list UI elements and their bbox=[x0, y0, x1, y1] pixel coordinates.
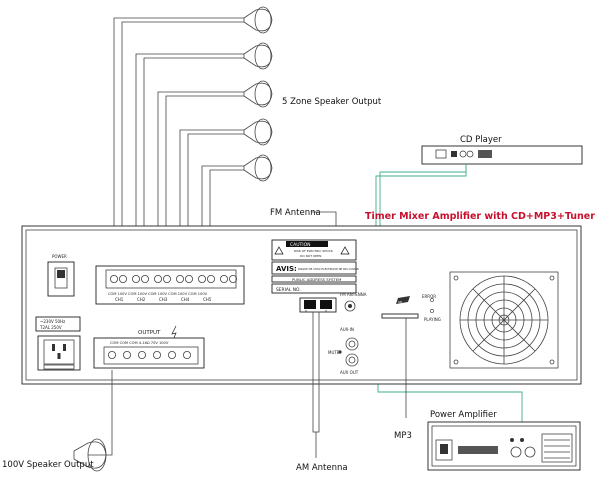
zone-terminal-labels: COM 100V COM 100V COM 100V COM 100V COM … bbox=[108, 292, 208, 296]
mute-label: MUTE bbox=[328, 350, 340, 355]
sd-label: SD bbox=[398, 300, 403, 304]
am-antenna-label: AM Antenna bbox=[296, 463, 348, 473]
aux-out-label: AUX OUT bbox=[340, 370, 359, 375]
playing-led bbox=[430, 309, 434, 313]
fm-antenna-panel-label: FM ANTENNA bbox=[340, 292, 367, 297]
sd-card-icon bbox=[396, 296, 410, 304]
zone-speakers bbox=[243, 6, 273, 182]
zone-ch4: CH4 bbox=[181, 297, 190, 302]
output-terminal-block: OUTPUT COM COM COM 4-16Ω 70V 100V bbox=[93, 325, 205, 369]
cd-player-label: CD Player bbox=[460, 135, 502, 145]
caution-sub1: RISK OF ELECTRIC SHOCK bbox=[294, 249, 334, 253]
speaker-horn-icon bbox=[243, 6, 273, 34]
speaker-horn-icon bbox=[243, 154, 273, 182]
zone-ch1: CH1 bbox=[115, 297, 124, 302]
fm-antenna-label: FM Antenna bbox=[270, 208, 321, 218]
caution-sub2: DO NOT OPEN bbox=[300, 254, 321, 258]
mp3-label: MP3 bbox=[394, 431, 412, 441]
zone-wires bbox=[113, 17, 244, 270]
aux-in-label: AUX-IN bbox=[340, 327, 354, 332]
fan-grille-icon bbox=[449, 271, 559, 369]
main-title: Timer Mixer Amplifier with CD+MP3+Tuner bbox=[365, 211, 595, 222]
power-switch-icon[interactable] bbox=[47, 261, 75, 297]
power-inlet[interactable] bbox=[37, 335, 81, 371]
zone-ch3: CH3 bbox=[159, 297, 168, 302]
voltage-line1: ~230V 50Hz bbox=[40, 319, 65, 324]
avis-text: RISQUE DE CHOC ELECTRIQUE NE PAS OUVRIR bbox=[298, 267, 359, 271]
am-antenna-connector[interactable] bbox=[299, 297, 337, 313]
zone-ch2: CH2 bbox=[137, 297, 146, 302]
error-led bbox=[430, 298, 434, 302]
fm-antenna-jack[interactable] bbox=[344, 300, 356, 312]
aux-out-jack[interactable] bbox=[345, 353, 359, 367]
sd-card-slot[interactable] bbox=[381, 313, 419, 319]
avis-label: AVIS: RISQUE DE CHOC ELECTRIQUE NE PAS O… bbox=[271, 261, 359, 275]
speaker-horn-icon bbox=[243, 42, 273, 70]
speaker-horn-icon bbox=[73, 438, 107, 472]
voltage-line2: T2AL 250V bbox=[39, 325, 62, 330]
caution-title: CAUTION bbox=[290, 242, 311, 248]
zone-speaker-output-label: 5 Zone Speaker Output bbox=[282, 97, 382, 107]
avis-title: AVIS: bbox=[276, 265, 297, 273]
cd-player: CD Player bbox=[421, 135, 583, 165]
playing-label: PLAYING bbox=[424, 317, 441, 322]
serial-no-label: SERIAL NO. bbox=[276, 287, 301, 293]
zone-terminals[interactable] bbox=[110, 274, 237, 283]
output-label: OUTPUT bbox=[138, 330, 161, 336]
speaker-horn-icon bbox=[243, 80, 273, 108]
power-amplifier-label: Power Amplifier bbox=[430, 410, 497, 420]
output-terminal-labels: COM COM COM 4-16Ω 70V 100V bbox=[110, 341, 169, 345]
pa-system-label: PUBLIC ADDRESS SYSTEM bbox=[292, 277, 341, 282]
error-label: ERROR bbox=[422, 294, 436, 299]
power-amplifier: Power Amplifier bbox=[427, 410, 581, 471]
aux-in-jacks[interactable] bbox=[345, 337, 359, 351]
caution-label: CAUTION RISK OF ELECTRIC SHOCK DO NOT OP… bbox=[271, 239, 357, 261]
speaker-100v-output-label: 100V Speaker Output bbox=[2, 460, 94, 470]
zone-terminal-block: COM 100V COM 100V COM 100V COM 100V COM … bbox=[95, 265, 245, 305]
zone-ch5: CH5 bbox=[203, 297, 212, 302]
power-label: POWER bbox=[52, 254, 67, 259]
speaker-horn-icon bbox=[243, 118, 273, 146]
output-terminals[interactable] bbox=[108, 350, 191, 359]
amplifier-rear-panel: POWER ~230V 50Hz T2AL 250V bbox=[21, 225, 582, 385]
warning-triangle-icon bbox=[274, 246, 350, 255]
am-antenna: AM Antenna bbox=[296, 310, 348, 473]
